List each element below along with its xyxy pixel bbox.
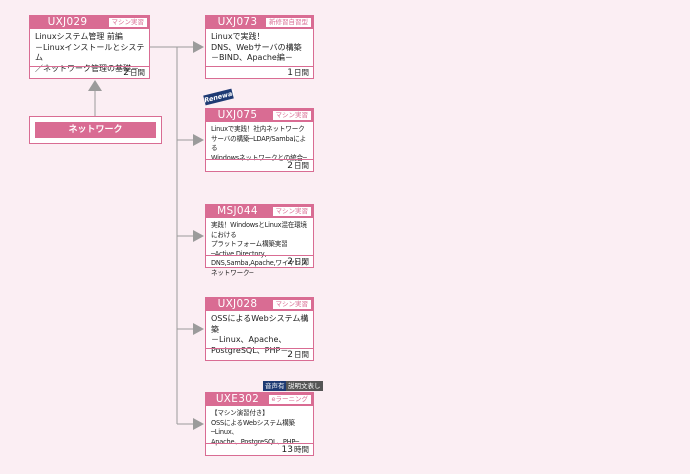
course-title: Linuxで実践！社内ネットワーク サーバの構築─LDAP/Sambaによる W… <box>211 125 307 162</box>
course-card-msj044[interactable]: MSJ044 マシン実習実践！WindowsとLinux混在環境における プラット… <box>205 204 314 277</box>
course-code: UXJ073 <box>217 16 258 28</box>
course-card-uxj029[interactable]: UXJ029 マシン実習 Linuxシステム管理 前編 －Linuxインストールとシ… <box>29 15 150 79</box>
course-header: UXE302 eラーニング <box>206 393 313 406</box>
arrow-to-course-4 <box>193 230 204 242</box>
course-duration: 1日間 <box>287 67 309 79</box>
duration-unit: 日間 <box>294 257 309 266</box>
course-duration: 2日間 <box>123 67 145 79</box>
course-code: UXJ075 <box>217 109 258 121</box>
course-code: UXE302 <box>215 393 260 405</box>
course-duration: 2日間 <box>287 256 309 268</box>
course-divider <box>206 443 313 444</box>
course-code: MSJ044 <box>217 205 258 217</box>
course-header: UXJ073 新修習自習型 <box>206 16 313 29</box>
course-type-badge: マシン実習 <box>272 111 311 120</box>
duration-unit: 日間 <box>294 350 309 359</box>
course-title: 実践！WindowsとLinux混在環境における プラットフォーム構築実習─Ac… <box>211 221 308 277</box>
arrow-to-course-2 <box>193 41 204 53</box>
duration-value: 13 <box>281 445 293 455</box>
course-card-uxj028[interactable]: UXJ028 マシン実習 OSSによるWebシステム構築 －Linux、Apache… <box>205 297 314 361</box>
arrow-up-to-base-course <box>88 80 102 91</box>
course-card-uxe302[interactable]: UXE302 eラーニング【マシン演習付き】 OSSによるWebシステム構築─Li… <box>205 392 314 456</box>
course-code: UXJ029 <box>47 16 88 28</box>
course-card-uxj075[interactable]: UXJ075 マシン実習 Linuxで実践！社内ネットワーク サーバの構築─LDAP… <box>205 108 314 172</box>
course-title: OSSによるWebシステム構築 －Linux、Apache、 PostgreSQ… <box>211 314 309 355</box>
audio-tag: 音声有 <box>263 381 287 391</box>
course-code: UXJ028 <box>217 298 258 310</box>
subtitles-tag: 説明文表し <box>286 381 323 391</box>
category-label: ネットワーク <box>35 122 156 138</box>
duration-value: 2 <box>287 350 293 360</box>
course-header: MSJ044 マシン実習 <box>206 205 313 218</box>
arrow-to-course-5 <box>193 323 204 335</box>
course-title: Linuxで実践！ DNS、Webサーバの構築 －BIND、Apache編－ <box>211 32 302 62</box>
course-divider <box>30 66 149 67</box>
course-type-badge: マシン実習 <box>272 207 311 216</box>
course-divider <box>206 255 313 256</box>
course-divider <box>206 348 313 349</box>
duration-unit: 日間 <box>130 68 145 77</box>
course-type-badge: eラーニング <box>268 395 311 404</box>
duration-value: 2 <box>123 68 129 78</box>
course-title: Linuxシステム管理 前編 －Linuxインストールとシステム ／ネットワーク… <box>35 32 145 73</box>
course-header: UXJ028 マシン実習 <box>206 298 313 311</box>
duration-unit: 時間 <box>294 445 309 454</box>
category-box: ネットワーク <box>29 116 162 144</box>
course-header: UXJ029 マシン実習 <box>30 16 149 29</box>
course-type-badge: マシン実習 <box>272 300 311 309</box>
duration-unit: 日間 <box>294 68 309 77</box>
duration-value: 2 <box>287 257 293 267</box>
arrow-to-course-6 <box>193 418 204 430</box>
course-duration: 2日間 <box>287 349 309 361</box>
duration-value: 2 <box>287 161 293 171</box>
course-card-uxj073[interactable]: UXJ073 新修習自習型 Linuxで実践！ DNS、Webサーバの構築 －BIN… <box>205 15 314 79</box>
duration-value: 1 <box>287 68 293 78</box>
course-header: UXJ075 マシン実習 <box>206 109 313 122</box>
course-type-badge: マシン実習 <box>108 18 147 27</box>
course-title: 【マシン演習付き】 OSSによるWebシステム構築─Linux、 Apache、… <box>211 409 299 446</box>
course-duration: 13時間 <box>282 444 309 456</box>
arrow-to-course-3 <box>193 134 204 146</box>
course-divider <box>206 66 313 67</box>
course-duration: 2日間 <box>287 160 309 172</box>
duration-unit: 日間 <box>294 161 309 170</box>
course-divider <box>206 159 313 160</box>
course-type-badge: 新修習自習型 <box>266 18 311 27</box>
